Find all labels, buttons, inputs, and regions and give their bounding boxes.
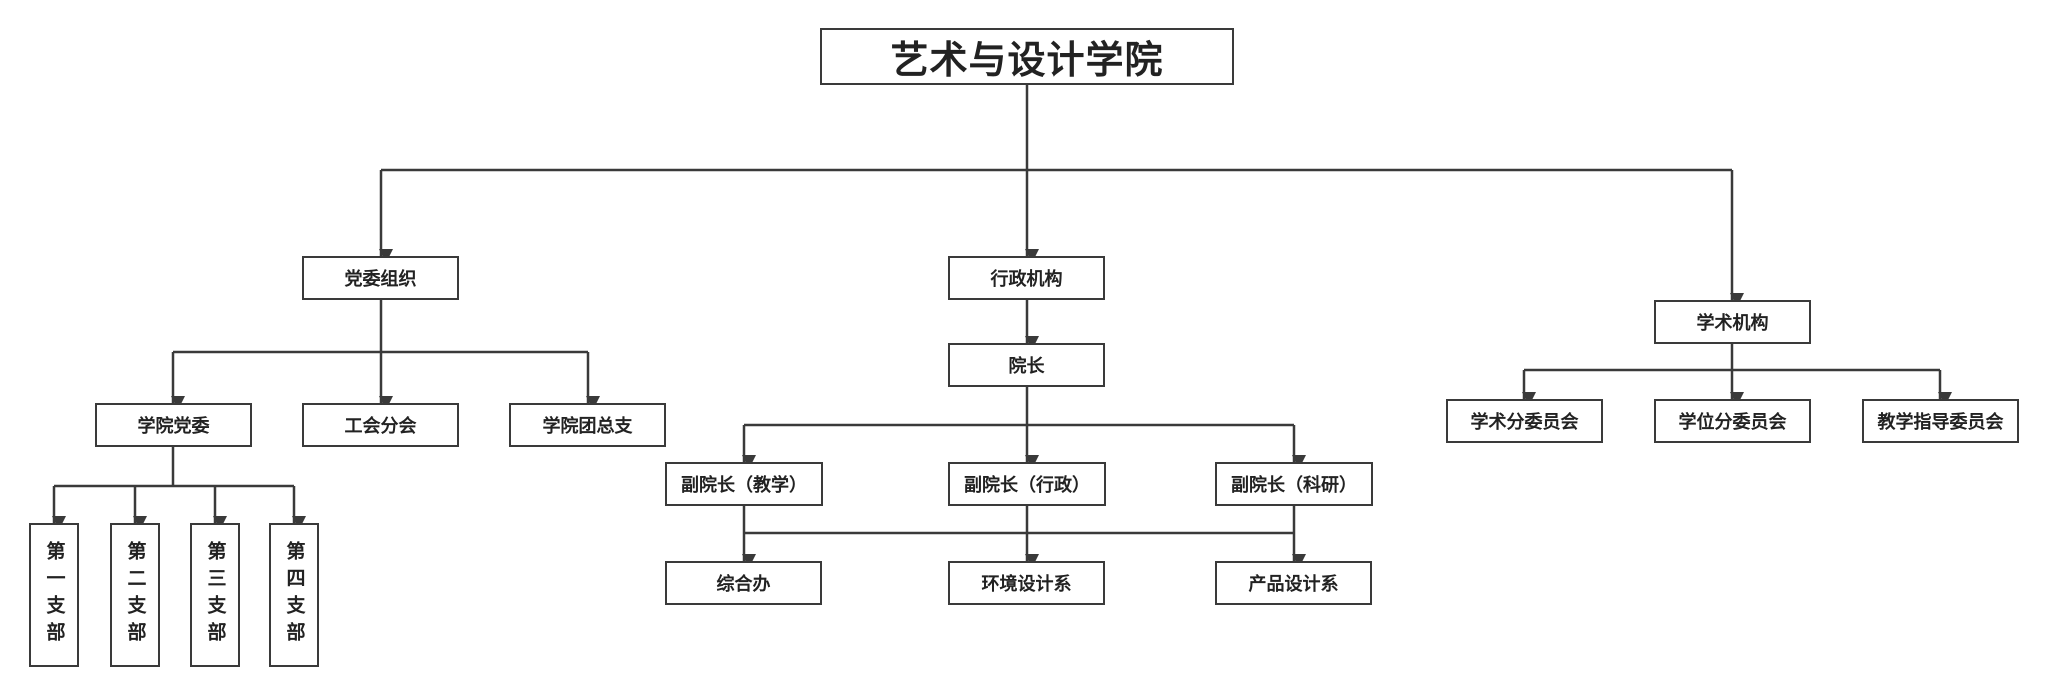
node-union-branch: 工会分会 (302, 403, 459, 447)
node-party-organization: 党委组织 (302, 256, 459, 300)
node-academic-organization: 学术机构 (1654, 300, 1811, 344)
node-first-branch: 第一支部 (29, 523, 79, 667)
node-product-design-dept: 产品设计系 (1215, 561, 1372, 605)
node-fourth-branch: 第四支部 (269, 523, 319, 667)
node-teaching-guidance-committee: 教学指导委员会 (1862, 399, 2019, 443)
node-administration: 行政机构 (948, 256, 1105, 300)
node-third-branch: 第三支部 (190, 523, 240, 667)
node-general-office: 综合办 (665, 561, 822, 605)
node-youth-league-branch: 学院团总支 (509, 403, 666, 447)
node-dean: 院长 (948, 343, 1105, 387)
node-environmental-design-dept: 环境设计系 (948, 561, 1105, 605)
node-degree-subcommittee: 学位分委员会 (1654, 399, 1811, 443)
node-college-party-committee: 学院党委 (95, 403, 252, 447)
node-academic-subcommittee: 学术分委员会 (1446, 399, 1603, 443)
node-vice-dean-administration: 副院长（行政） (948, 462, 1106, 506)
node-second-branch: 第二支部 (110, 523, 160, 667)
node-vice-dean-research: 副院长（科研） (1215, 462, 1373, 506)
root-node: 艺术与设计学院 (820, 28, 1234, 85)
node-vice-dean-teaching: 副院长（教学） (665, 462, 823, 506)
